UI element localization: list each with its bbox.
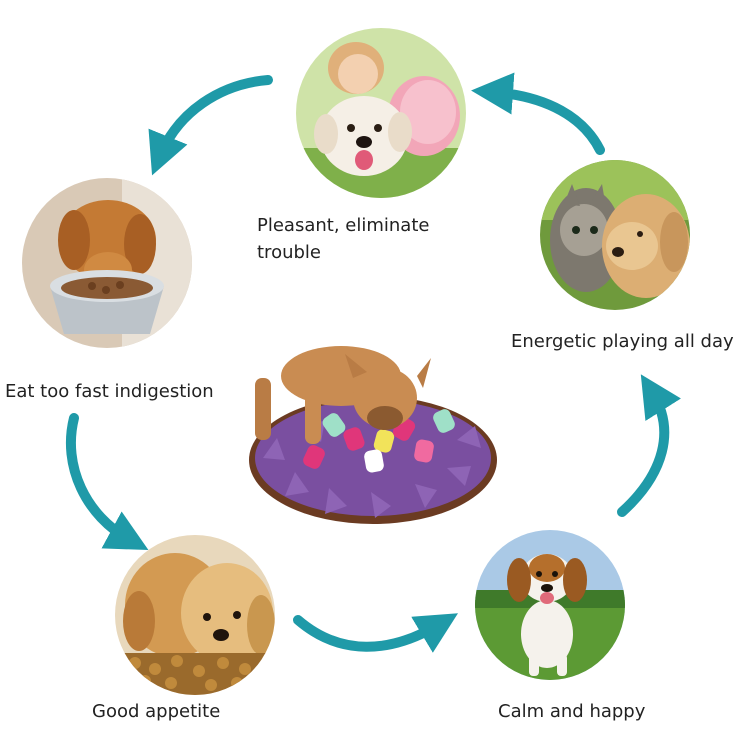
caption-eat-fast: Eat too fast indigestion	[5, 381, 214, 402]
caption-calm: Calm and happy	[498, 701, 646, 722]
photo-kitten-and-puppy	[540, 160, 690, 310]
arrow-right	[617, 374, 681, 517]
arrow-top-right	[471, 72, 605, 155]
photo-dog-on-snuffle-mat	[245, 318, 501, 528]
arrow-top-left	[148, 75, 273, 176]
photo-puppies-with-kibble	[115, 535, 275, 695]
caption-pleasant-line2: trouble	[257, 242, 321, 263]
arrow-bottom	[293, 613, 459, 653]
arrow-left	[65, 413, 149, 551]
caption-pleasant: Pleasant, eliminate trouble	[257, 212, 429, 266]
photo-running-beagle	[475, 530, 625, 680]
photo-girl-hugging-dog	[296, 28, 466, 198]
caption-good-appetite: Good appetite	[92, 701, 221, 722]
caption-energetic: Energetic playing all day	[511, 331, 734, 352]
photo-dog-eating-from-bowl	[22, 178, 192, 348]
caption-pleasant-line1: Pleasant, eliminate	[257, 215, 430, 236]
